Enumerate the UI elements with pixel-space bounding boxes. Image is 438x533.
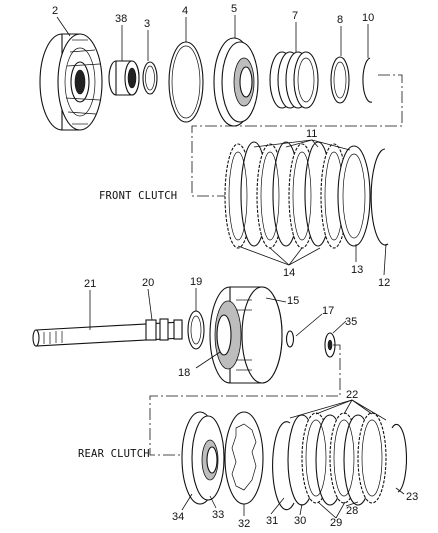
callout-7: 7	[292, 10, 298, 22]
callout-34: 34	[172, 511, 184, 523]
callout-35: 35	[345, 316, 357, 328]
callout-28: 28	[346, 505, 358, 517]
callout-15: 15	[287, 295, 299, 307]
rear-clutch-snap-ring-outer	[391, 423, 408, 493]
callout-17: 17	[322, 305, 334, 317]
front-snap-ring-small	[362, 57, 373, 103]
callout-14: 14	[283, 267, 295, 279]
rear-clutch-retainer	[209, 286, 283, 384]
front-clutch-springs	[269, 51, 319, 109]
rear-clutch-pack	[287, 412, 387, 506]
callout-4: 4	[182, 5, 188, 17]
callout-11: 11	[306, 128, 317, 140]
front-clutch-piston	[213, 37, 259, 127]
rear-clutch-label: REAR CLUTCH	[78, 448, 150, 460]
callout-12: 12	[378, 277, 390, 289]
callout-19: 19	[190, 276, 202, 288]
front-clutch-hub	[108, 60, 140, 96]
callout-13: 13	[351, 264, 363, 276]
input-shaft-seal-ring	[187, 310, 205, 350]
front-piston-outer-seal	[168, 41, 204, 123]
input-shaft	[32, 318, 183, 347]
rear-clutch-wave-spring	[224, 411, 264, 505]
front-clutch-label: FRONT CLUTCH	[99, 190, 177, 202]
front-clutch-retainer	[39, 33, 103, 131]
callout-10: 10	[362, 12, 374, 24]
rear-clutch-piston	[181, 411, 225, 505]
callout-38: 38	[115, 13, 127, 25]
callout-18: 18	[178, 367, 190, 379]
callout-20: 20	[142, 277, 154, 289]
front-spring-retainer	[330, 56, 350, 104]
front-snap-ring-large	[370, 148, 389, 246]
retainer-small-ring	[285, 330, 295, 348]
callout-5: 5	[231, 3, 237, 15]
callout-29: 29	[330, 517, 342, 529]
callout-31: 31	[266, 515, 278, 527]
callout-8: 8	[337, 14, 343, 26]
callout-30: 30	[294, 515, 306, 527]
front-seal-ring	[142, 61, 158, 95]
front-pressure-plate	[337, 145, 371, 247]
front-clutch-pack	[224, 141, 348, 249]
callout-33: 33	[212, 509, 224, 521]
leader-lines	[56, 15, 405, 519]
callout-32: 32	[238, 518, 250, 530]
callout-21: 21	[84, 278, 96, 290]
callout-3: 3	[144, 18, 150, 30]
callout-23: 23	[406, 491, 418, 503]
callout-2: 2	[52, 5, 58, 17]
callout-22: 22	[346, 389, 358, 401]
